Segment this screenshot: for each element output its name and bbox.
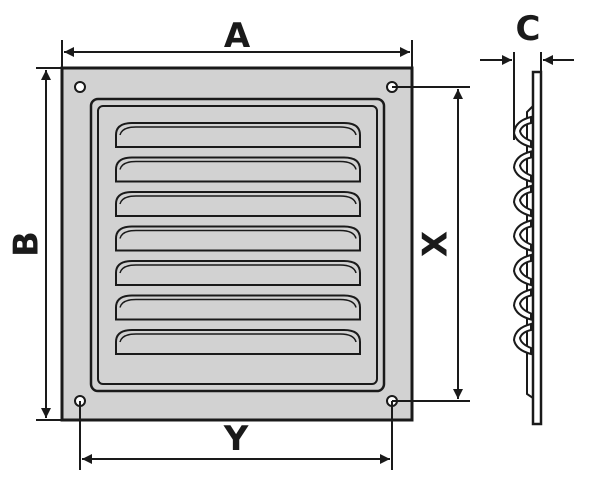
- dimension-label-c: C: [516, 9, 541, 49]
- dimension-a: [61, 40, 413, 68]
- side-louver-profile: [512, 115, 532, 149]
- louver-slat: [115, 156, 361, 183]
- dimension-label-x: X: [416, 231, 456, 257]
- dimension-x: [392, 86, 470, 402]
- side-louver-profile: [512, 219, 532, 252]
- side-plate: [531, 70, 543, 426]
- louver-slat: [115, 122, 361, 148]
- dimension-label-b: B: [7, 231, 47, 257]
- dimension-c: [480, 52, 574, 140]
- side-view: [512, 70, 543, 426]
- side-louver-group: [512, 115, 532, 356]
- dimension-label-y: Y: [223, 419, 249, 459]
- louver-slat: [115, 329, 361, 355]
- dimension-label-a: A: [224, 16, 251, 56]
- louver-group: [115, 122, 361, 355]
- dimension-y: [79, 401, 393, 470]
- side-louver-profile: [512, 288, 532, 321]
- side-louver-profile: [512, 150, 532, 183]
- mounting-hole-top-left: [74, 81, 86, 93]
- dimension-b: [36, 67, 62, 421]
- louver-slat: [115, 294, 361, 321]
- louver-slat: [115, 225, 361, 252]
- side-louver-profile: [512, 253, 532, 287]
- louver-slat: [115, 191, 361, 217]
- side-frame: [526, 105, 534, 399]
- front-view: [60, 66, 414, 422]
- side-louver-profile: [512, 322, 532, 356]
- side-louver-profile: [512, 184, 532, 218]
- louver-slat: [115, 260, 361, 286]
